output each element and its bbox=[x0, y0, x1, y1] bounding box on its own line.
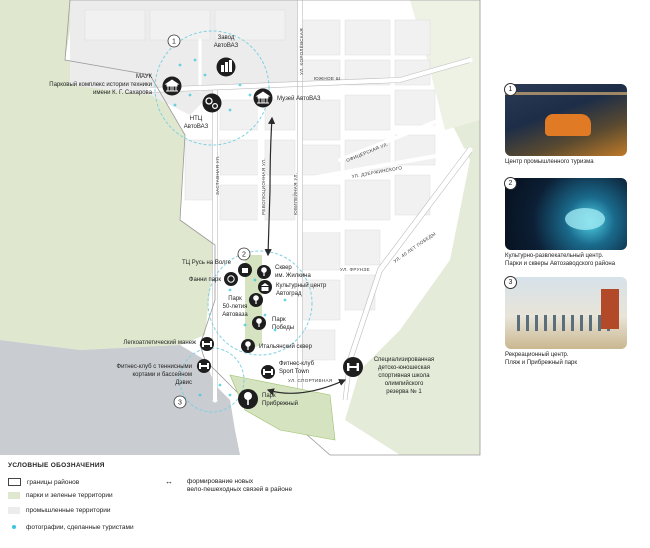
legend-item-boundary: границы районов bbox=[8, 478, 79, 486]
factory-marker bbox=[216, 57, 236, 77]
new-routes bbox=[264, 116, 347, 396]
manezh-marker bbox=[200, 337, 214, 351]
svg-text:1: 1 bbox=[172, 39, 176, 46]
photo-3 bbox=[505, 277, 627, 349]
svg-text:РЕВОЛЮЦИОННАЯ УЛ.: РЕВОЛЮЦИОННАЯ УЛ. bbox=[261, 158, 266, 215]
svg-text:3: 3 bbox=[178, 400, 182, 407]
skver-marker bbox=[257, 265, 271, 279]
svg-text:ЮЖНОЕ Ш.: ЮЖНОЕ Ш. bbox=[314, 76, 342, 81]
zone-circle-1 bbox=[154, 30, 270, 146]
svg-text:Фанни парк: Фанни парк bbox=[189, 277, 221, 283]
sport-town-marker bbox=[261, 365, 275, 379]
park50-marker bbox=[249, 293, 263, 307]
zone-circle-2 bbox=[207, 250, 313, 356]
photo-caption-1: Центр промышленного туризма bbox=[505, 159, 594, 165]
light-bar bbox=[505, 92, 627, 95]
photo-1 bbox=[505, 84, 627, 156]
funny-park-marker bbox=[224, 272, 238, 286]
photo-caption-2: Культурно-развлекательный центр.Парки и … bbox=[505, 253, 616, 267]
svg-text:ЗАСТАВНАЯ УЛ.: ЗАСТАВНАЯ УЛ. bbox=[215, 155, 220, 195]
boundary-swatch bbox=[8, 478, 21, 486]
park-pobedy-marker bbox=[252, 316, 266, 330]
zone-number-2: 2 bbox=[237, 247, 251, 261]
svg-text:Легкоатлетический манеж: Легкоатлетический манеж bbox=[123, 339, 196, 346]
svg-text:ЮБИЛЕЙНАЯ УЛ.: ЮБИЛЕЙНАЯ УЛ. bbox=[291, 173, 298, 215]
photo-number-1: 1 bbox=[504, 83, 517, 96]
legend-item-photos: фотографии, сделанные туристами bbox=[8, 524, 134, 531]
dvis-marker bbox=[197, 359, 211, 373]
svg-text:ТЦ Русь на Волге: ТЦ Русь на Волге bbox=[182, 260, 232, 266]
svg-text:2: 2 bbox=[242, 252, 246, 259]
green-area-east bbox=[345, 0, 480, 455]
district-boundary bbox=[64, 0, 481, 456]
industrial-swatch bbox=[8, 507, 20, 514]
green-area-west bbox=[0, 0, 215, 350]
coast-park-marker bbox=[238, 389, 258, 409]
school-marker bbox=[343, 357, 363, 377]
ntc-marker bbox=[202, 93, 222, 113]
svg-text:Музей АвтоВАЗ: Музей АвтоВАЗ bbox=[277, 95, 321, 102]
mauk-marker bbox=[162, 76, 182, 96]
photo-2 bbox=[505, 178, 627, 250]
double-arrow-icon: ↔ bbox=[165, 477, 173, 486]
water-area bbox=[0, 340, 240, 455]
car-shape bbox=[545, 114, 591, 136]
green-swatch bbox=[8, 492, 20, 499]
structure-shape bbox=[601, 289, 619, 329]
legend-item-green: парки и зеленые территории bbox=[8, 492, 113, 499]
legend-title: УСЛОВНЫЕ ОБОЗНАЧЕНИЯ bbox=[8, 462, 105, 469]
photo-caption-3: Рекреационный центр.Пляж и Прибрежный па… bbox=[505, 352, 578, 366]
people-row bbox=[517, 315, 615, 331]
svg-text:УЛ. КОРОЛЁВСКАЯ: УЛ. КОРОЛЁВСКАЯ bbox=[298, 28, 304, 75]
sculpture-shape bbox=[565, 208, 605, 230]
mall-marker bbox=[238, 263, 252, 277]
photo-number-3: 3 bbox=[504, 276, 517, 289]
photo-number-2: 2 bbox=[504, 177, 517, 190]
photo-dot-swatch bbox=[8, 524, 20, 531]
svg-text:Итальянский сквер: Итальянский сквер bbox=[259, 343, 313, 350]
legend-item-industrial: промышленные территории bbox=[8, 507, 111, 514]
zone-number-3: 3 bbox=[173, 395, 187, 409]
zone-number-1: 1 bbox=[167, 34, 181, 48]
museum-marker bbox=[253, 88, 273, 108]
avtograd-marker bbox=[258, 280, 272, 294]
italian-marker bbox=[241, 339, 255, 353]
svg-text:УЛ. ФРУНЗЕ: УЛ. ФРУНЗЕ bbox=[340, 267, 370, 272]
svg-text:УЛ. СПОРТИВНАЯ: УЛ. СПОРТИВНАЯ bbox=[288, 378, 332, 383]
city-blocks bbox=[84, 9, 436, 361]
